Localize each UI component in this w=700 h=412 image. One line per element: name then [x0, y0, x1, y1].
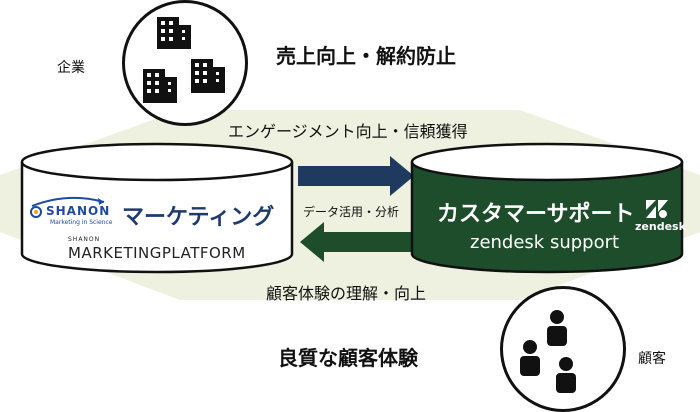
arrow-right-icon [298, 156, 414, 196]
company-goal-heading: 売上向上・解約防止 [276, 44, 456, 68]
data-flow-label: データ活用・分析 [303, 205, 400, 219]
zendesk-product: zendesk support [470, 232, 620, 253]
shanon-tagline: Marketing in Science [50, 219, 113, 226]
company-circle [122, 0, 248, 126]
support-title: カスタマーサポート [437, 202, 635, 227]
customer-goal-heading: 良質な顧客体験 [278, 346, 418, 370]
support-cylinder [410, 142, 684, 274]
marketing-cylinder [20, 142, 294, 274]
zendesk-logo-text: zendesk [635, 220, 686, 233]
zendesk-logo-icon [646, 200, 668, 218]
platform-brand: SHANON [68, 236, 101, 243]
buildings-icon [143, 17, 225, 103]
arrow-left-icon [300, 222, 416, 262]
engagement-label: エンゲージメント向上・信頼獲得 [228, 122, 468, 141]
people-icon [520, 310, 576, 393]
marketing-title: マーケティング [122, 205, 275, 230]
cx-understanding-label: 顧客体験の理解・向上 [266, 284, 427, 303]
shanon-logo-icon [30, 196, 105, 218]
platform-name: MarketingPlatform [68, 244, 246, 262]
company-label: 企業 [57, 60, 85, 76]
customer-circle [500, 286, 626, 412]
customer-label: 顧客 [638, 351, 666, 367]
shanon-logo-text: SHANON [46, 204, 111, 218]
